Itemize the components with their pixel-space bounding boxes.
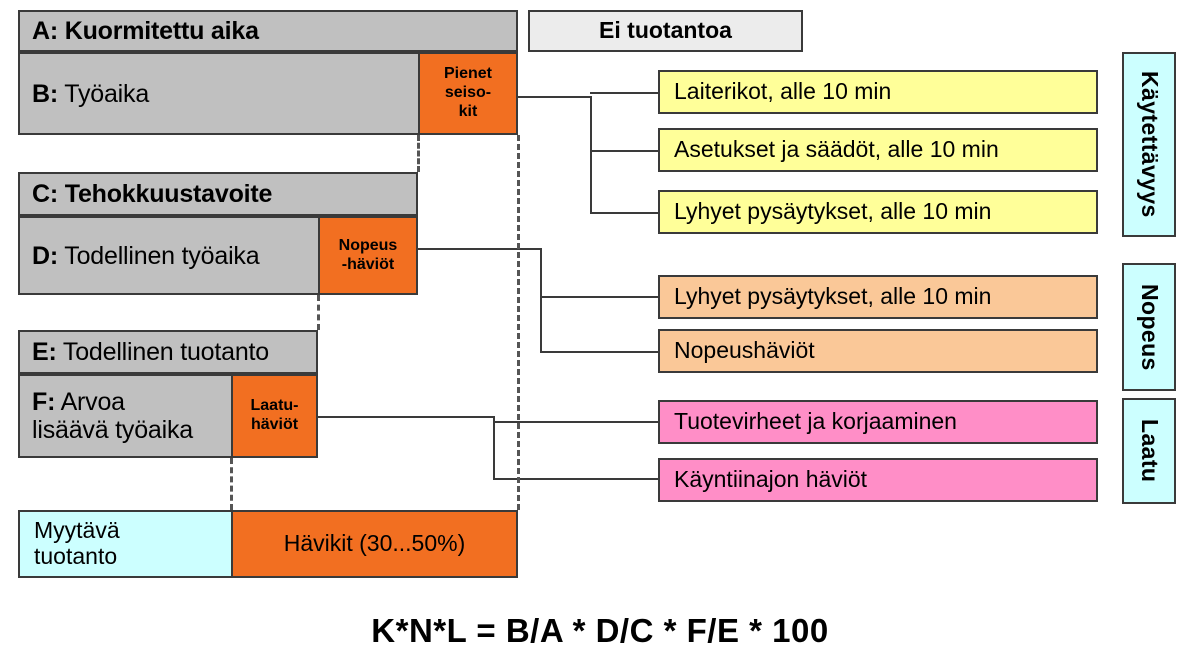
connector-quality-branch-2 (493, 478, 660, 480)
connector-quality-branch-1 (493, 421, 660, 423)
oee-factor-quality: Laatu (1122, 398, 1176, 504)
block-b-prefix: B: (32, 79, 58, 108)
loss-category-box-6: Tuotevirheet ja korjaaminen (658, 400, 1098, 444)
block-f-label: F: Arvoa lisäävä työaika (32, 388, 193, 444)
no-production-box: Ei tuotantoa (528, 10, 803, 52)
sellable-output-line1: Myytävä (34, 517, 120, 544)
sellable-output-line2: tuotanto (34, 543, 118, 569)
guide-dash-d-to-e (317, 295, 320, 330)
sellable-output-label: Myytävä tuotanto (34, 517, 120, 570)
connector-availability-branch-3 (590, 212, 660, 214)
loss-tab-quality-losses: Laatu- häviöt (231, 374, 318, 458)
loss-tab-minor-stoppages-line2: seiso- (444, 84, 492, 102)
block-e-label: E: Todellinen tuotanto (32, 338, 269, 366)
connector-quality-stem (318, 416, 495, 418)
loss-category-box-2: Asetukset ja säädöt, alle 10 min (658, 128, 1098, 172)
block-a-loaded-time: A: Kuormitettu aika (18, 10, 518, 52)
block-c-efficiency-target: C: Tehokkuustavoite (18, 172, 418, 216)
guide-dash-b-to-c (417, 135, 420, 172)
oee-factor-performance: Nopeus (1122, 263, 1176, 391)
oee-factor-quality-label: Laatu (1136, 419, 1163, 483)
block-f-prefix: F: (32, 388, 56, 416)
guide-dash-f-to-bottom (230, 458, 233, 510)
block-d-text: Todellinen työaika (57, 241, 260, 270)
connector-performance-branch-1 (540, 296, 660, 298)
total-losses-box: Hävikit (30...50%) (231, 510, 518, 578)
connector-availability-stem (518, 96, 592, 98)
loss-category-label-3: Lyhyet pysäytykset, alle 10 min (674, 198, 992, 225)
loss-category-box-7: Käyntiinajon häviöt (658, 458, 1098, 502)
connector-availability-branch-2 (590, 150, 660, 152)
oee-formula: K*N*L = B/A * D/C * F/E * 100 (371, 612, 829, 649)
no-production-label: Ei tuotantoa (599, 17, 732, 44)
block-b-text: Työaika (57, 79, 150, 108)
loss-category-label-6: Tuotevirheet ja korjaaminen (674, 408, 957, 435)
oee-factor-performance-label: Nopeus (1136, 283, 1163, 371)
loss-tab-minor-stoppages-line1: Pienet (443, 65, 492, 83)
sellable-output-box: Myytävä tuotanto (18, 510, 231, 578)
loss-tab-quality-losses-line2: häviöt (250, 416, 299, 433)
block-e-text: Todellinen tuotanto (56, 338, 269, 366)
oee-factor-availability-label: Käytettävyys (1136, 71, 1163, 218)
loss-category-label-7: Käyntiinajon häviöt (674, 466, 868, 493)
block-f-text-line2: lisäävä työaika (32, 416, 193, 444)
connector-performance-branch-2 (540, 351, 660, 353)
block-d-actual-operating-time: D: Todellinen työaika (18, 216, 318, 295)
connector-performance-stem (418, 248, 542, 250)
loss-category-box-3: Lyhyet pysäytykset, alle 10 min (658, 190, 1098, 234)
connector-availability-trunk (590, 96, 592, 213)
block-f-text: Arvoa (55, 388, 126, 416)
block-d-prefix: D: (32, 241, 58, 270)
loss-category-label-4: Lyhyet pysäytykset, alle 10 min (674, 283, 992, 310)
loss-category-box-4: Lyhyet pysäytykset, alle 10 min (658, 275, 1098, 319)
block-a-label: A: Kuormitettu aika (32, 17, 259, 45)
total-losses-label: Hävikit (30...50%) (283, 530, 466, 557)
loss-category-label-1: Laiterikot, alle 10 min (674, 78, 892, 105)
loss-tab-minor-stoppages: Pienet seiso- kit (418, 52, 518, 135)
loss-category-label-2: Asetukset ja säädöt, alle 10 min (674, 136, 999, 163)
loss-tab-speed-losses: Nopeus -häviöt (318, 216, 418, 295)
guide-dash-b-to-bottom (517, 135, 520, 510)
connector-performance-trunk (540, 248, 542, 353)
block-b-operating-time: B: Työaika (18, 52, 418, 135)
loss-tab-speed-losses-line2: -häviöt (341, 255, 395, 273)
loss-category-box-1: Laiterikot, alle 10 min (658, 70, 1098, 114)
loss-tab-quality-losses-line1: Laatu- (250, 397, 299, 415)
block-c-label: C: Tehokkuustavoite (32, 180, 273, 208)
loss-category-box-5: Nopeushäviöt (658, 329, 1098, 373)
block-b-label: B: Työaika (32, 80, 149, 108)
loss-category-label-5: Nopeushäviöt (674, 337, 815, 364)
oee-factor-availability: Käytettävyys (1122, 52, 1176, 237)
loss-tab-minor-stoppages-line3: kit (458, 102, 478, 120)
loss-tab-speed-losses-line1: Nopeus (338, 236, 398, 254)
block-f-value-adding-time: F: Arvoa lisäävä työaika (18, 374, 231, 458)
connector-quality-trunk (493, 416, 495, 480)
block-e-actual-output: E: Todellinen tuotanto (18, 330, 318, 374)
block-d-label: D: Todellinen työaika (32, 241, 260, 270)
connector-availability-branch-1 (590, 92, 660, 94)
block-e-prefix: E: (32, 338, 57, 366)
